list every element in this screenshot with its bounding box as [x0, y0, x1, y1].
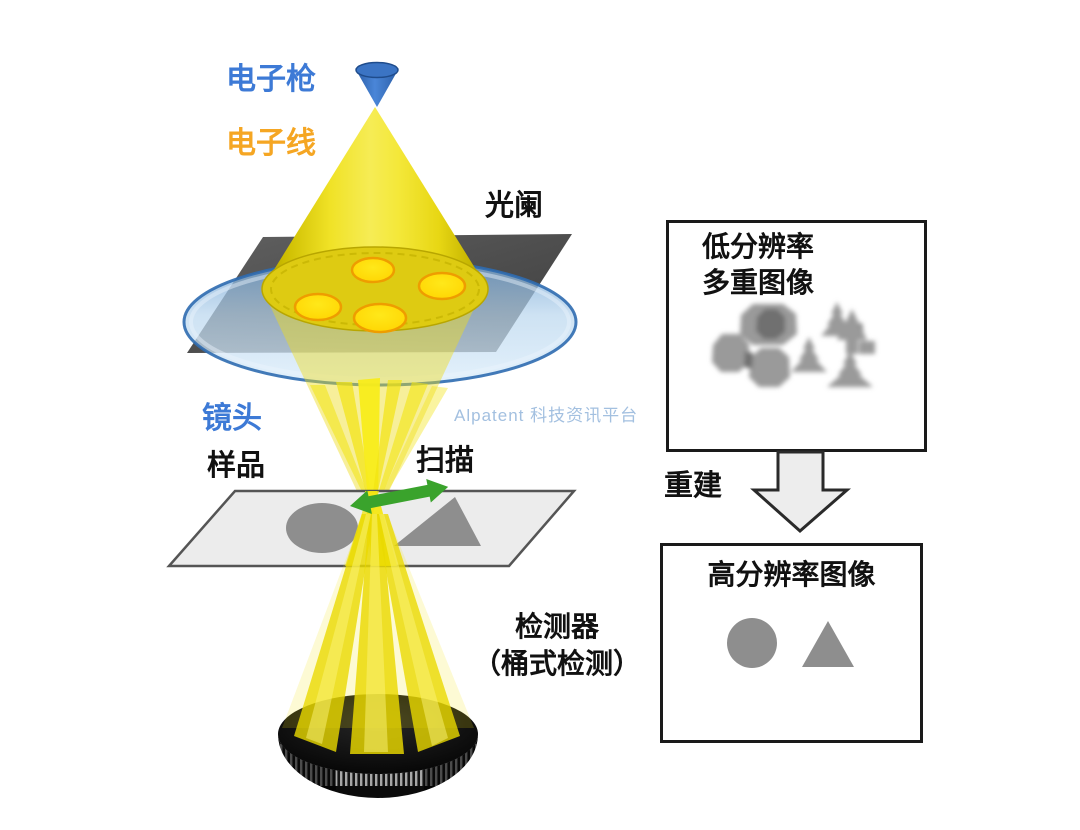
sample-triangle — [394, 497, 481, 546]
detector-label: 检测器 （桶式检测） — [447, 608, 667, 682]
apparatus-illustration — [166, 61, 578, 798]
down-arrow-icon — [750, 450, 852, 533]
scan-label: 扫描 — [416, 445, 475, 477]
beam-converging-group — [265, 283, 486, 502]
low-res-title-line2: 多重图像 — [702, 267, 815, 298]
aperture-label: 光阑 — [485, 190, 544, 222]
detector-label-line1: 检测器 — [514, 611, 599, 642]
electron-beam-label: 电子线 — [226, 127, 316, 160]
low-res-triangle-blobs — [791, 302, 875, 387]
low-res-box-title: 低分辨率 多重图像 — [702, 229, 814, 301]
scan-arrow — [350, 478, 449, 514]
aperture-holes — [293, 256, 467, 334]
low-res-images-box: 低分辨率 多重图像 — [666, 220, 927, 452]
aperture-face-ring — [270, 252, 480, 326]
low-res-title-line1: 低分辨率 — [702, 231, 815, 262]
high-res-shapes-graphic — [727, 618, 854, 668]
sample-circle — [286, 503, 358, 553]
electron-gun — [355, 61, 399, 107]
high-res-triangle — [802, 621, 854, 667]
reconstruct-arrow-graphic — [750, 450, 852, 533]
low-res-blob-graphic — [712, 302, 875, 387]
lens-label: 镜头 — [202, 402, 262, 435]
electron-gun-label: 电子枪 — [226, 63, 316, 96]
detector-label-line2: （桶式检测） — [472, 648, 641, 679]
reconstruct-label: 重建 — [664, 470, 723, 502]
watermark: Alpatent 科技资讯平台 — [454, 406, 639, 425]
high-res-circle — [727, 618, 777, 668]
high-res-image-box: 高分辨率图像 — [660, 543, 923, 743]
sample-label: 样品 — [207, 450, 266, 482]
beam-diverging-group — [282, 514, 474, 754]
high-res-box-title: 高分辨率图像 — [707, 559, 876, 590]
